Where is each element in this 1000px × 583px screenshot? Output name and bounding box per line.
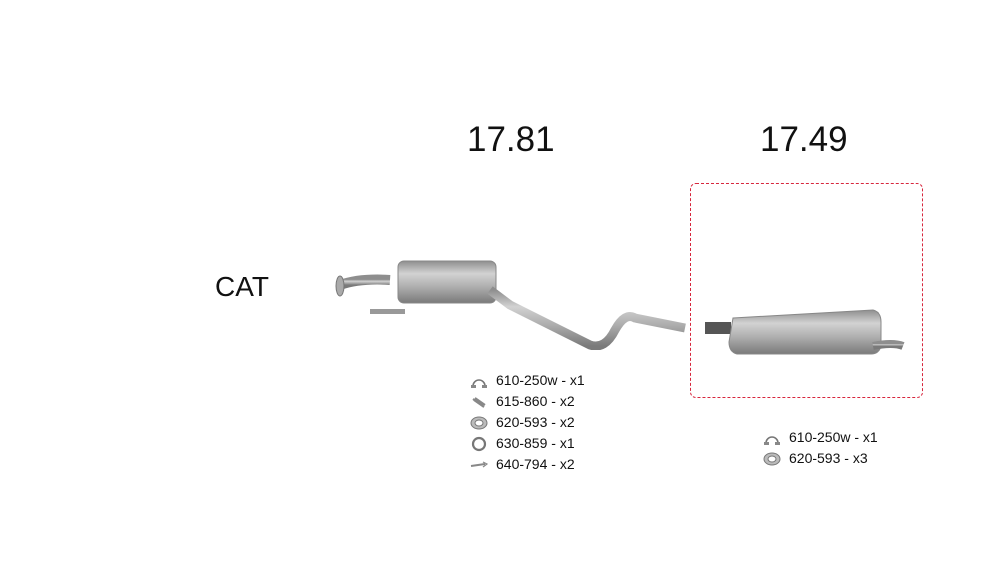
accessory-list-17-81: 610-250w - x1 615-860 - x2 620-593 - x2 … [470,370,585,475]
clamp-icon [470,373,488,389]
accessory-item[interactable]: 640-794 - x2 [470,454,585,475]
gasket-ring-icon [470,436,488,452]
accessory-text: 620-593 - x3 [789,450,868,466]
rubber-mount-icon [470,415,488,431]
accessory-item[interactable]: 615-860 - x2 [470,391,585,412]
clamp-icon [763,430,781,446]
accessory-text: 610-250w - x1 [496,372,585,388]
accessory-text: 630-859 - x1 [496,435,575,451]
accessory-item[interactable]: 620-593 - x2 [470,412,585,433]
accessory-item[interactable]: 630-859 - x1 [470,433,585,454]
accessory-text: 610-250w - x1 [789,429,878,445]
accessory-text: 640-794 - x2 [496,456,575,472]
middle-silencer-image[interactable] [330,250,690,350]
part-number-17-81: 17.81 [467,120,555,159]
bolt-icon [470,457,488,473]
accessory-text: 615-860 - x2 [496,393,575,409]
rear-silencer-image [705,309,905,355]
rubber-mount-icon [763,451,781,467]
accessory-item[interactable]: 610-250w - x1 [763,427,878,448]
selected-part-frame[interactable] [690,183,923,398]
accessory-item[interactable]: 620-593 - x3 [763,448,878,469]
accessory-list-17-49: 610-250w - x1 620-593 - x3 [763,427,878,469]
part-number-17-49: 17.49 [760,120,848,159]
accessory-text: 620-593 - x2 [496,414,575,430]
spring-icon [470,394,488,410]
cat-label: CAT [215,271,269,302]
accessory-item[interactable]: 610-250w - x1 [470,370,585,391]
